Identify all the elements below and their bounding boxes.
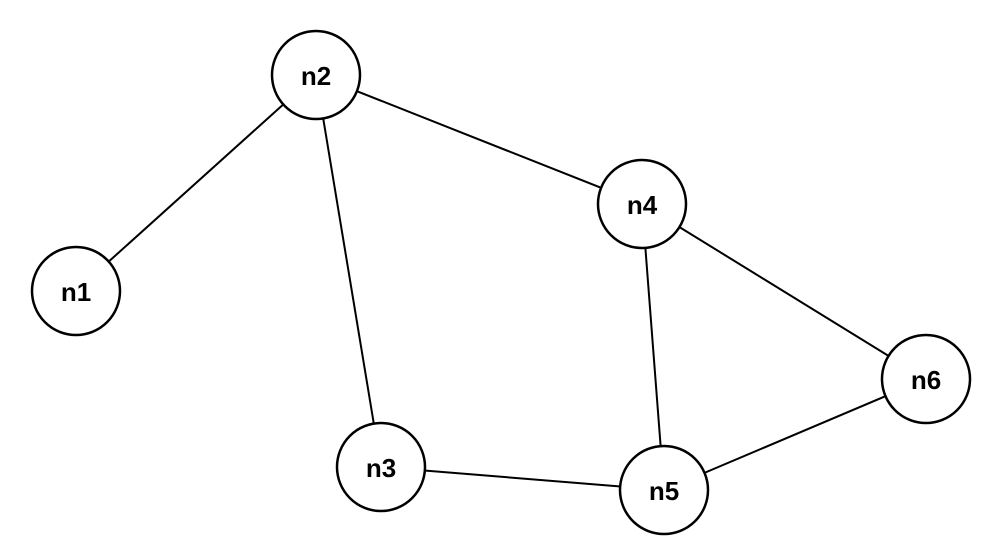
graph-edge-n4-n6	[641, 203, 927, 380]
node-label-n6: n6	[911, 365, 941, 395]
graph-edge-n2-n4	[315, 74, 643, 205]
graph-node-n2[interactable]: n2	[270, 29, 362, 121]
node-circle-n5[interactable]	[618, 444, 710, 536]
graph-edge-n2-n3	[315, 74, 382, 468]
node-label-n2: n2	[301, 61, 331, 91]
node-circle-n1[interactable]	[30, 245, 122, 337]
graph-node-n5[interactable]: n5	[618, 444, 710, 536]
graph-node-n6[interactable]: n6	[880, 333, 972, 425]
nodes-layer: n1 n2 n3 n4 n5 n6	[30, 29, 972, 536]
graph-edge-n4-n5	[641, 203, 665, 491]
node-label-n4: n4	[627, 190, 658, 220]
edges-layer	[75, 74, 927, 491]
graph-node-n1[interactable]: n1	[30, 245, 122, 337]
node-circle-n2[interactable]	[270, 29, 362, 121]
node-circle-n4[interactable]	[596, 158, 688, 250]
graph-edge-n5-n6	[663, 378, 927, 491]
graph-node-n3[interactable]: n3	[335, 421, 427, 513]
node-circle-n3[interactable]	[335, 421, 427, 513]
node-label-n1: n1	[61, 277, 91, 307]
graph-edge-n3-n5	[380, 466, 665, 491]
node-circle-n6[interactable]	[880, 333, 972, 425]
graph-node-n4[interactable]: n4	[596, 158, 688, 250]
node-label-n3: n3	[366, 453, 396, 483]
graph-edge-n1-n2	[75, 74, 317, 292]
node-label-n5: n5	[649, 476, 679, 506]
